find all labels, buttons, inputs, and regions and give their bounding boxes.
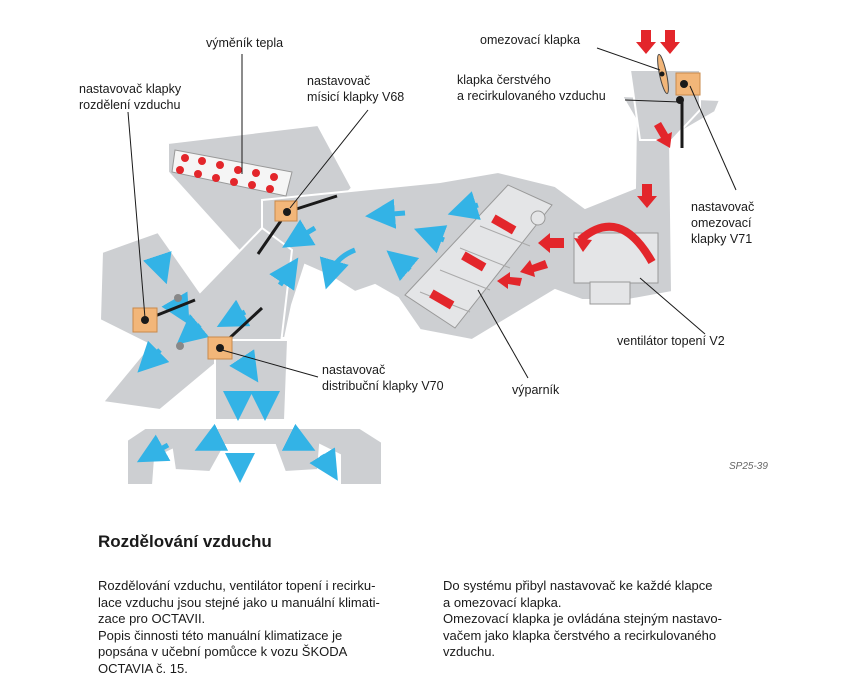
- heat-exchanger: [171, 149, 293, 197]
- label-fresh-recirc-flap: klapka čerstvého a recirkulovaného vzduc…: [457, 73, 606, 103]
- actuators: [132, 72, 701, 360]
- air-distribution-diagram: [98, 30, 737, 486]
- cooling-arrows: [429, 214, 517, 310]
- label-air-distribution-flap-actuator: nastavovač klapky rozdělení vzduchu: [79, 82, 182, 112]
- label-mix-flap-actuator: nastavovač mísicí klapky V68: [307, 74, 405, 104]
- left-paragraph: Rozdělování vzduchu, ventilátor topení i…: [98, 578, 380, 676]
- label-heater-fan: ventilátor topení V2: [617, 334, 725, 348]
- heater-fan: [573, 222, 659, 305]
- cold-air-arrows: [136, 191, 481, 483]
- figure-code: SP25-39: [729, 461, 768, 472]
- warm-air-arrows: [497, 30, 680, 289]
- label-evaporator: výparník: [512, 383, 560, 397]
- label-restrictor-flap: omezovací klapka: [480, 33, 581, 47]
- label-distribution-flap-actuator: nastavovač distribuční klapky V70: [322, 363, 444, 393]
- leader-lines: [127, 47, 737, 379]
- label-heat-exchanger: výměník tepla: [206, 36, 284, 50]
- evaporator: [404, 184, 553, 329]
- label-restrictor-flap-actuator: nastavovač omezovací klapky V71: [691, 200, 755, 246]
- right-paragraph: Do systému přibyl nastavovač ke každé kl…: [443, 578, 722, 659]
- section-title: Rozdělování vzduchu: [98, 532, 272, 551]
- restrictor-flap: [657, 53, 669, 95]
